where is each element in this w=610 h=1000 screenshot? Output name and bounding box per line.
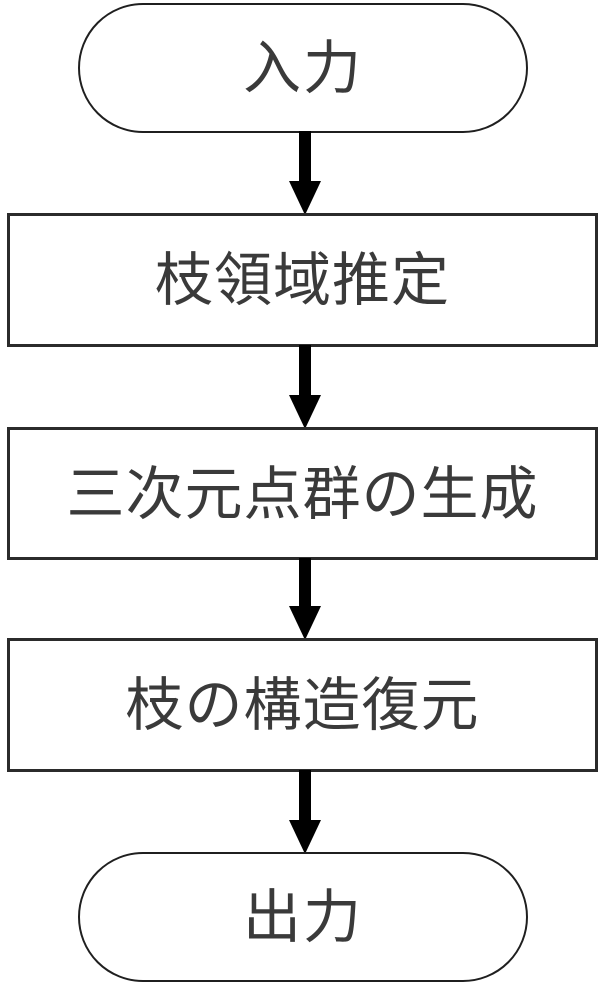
node-input-label: 入力 bbox=[242, 34, 363, 102]
node-point-cloud-generation[interactable]: 三次元点群の生成 bbox=[7, 427, 598, 560]
edge-point-cloud-to-structure bbox=[289, 558, 321, 640]
edge-structure-to-output bbox=[289, 770, 321, 854]
node-branch-region-estimation[interactable]: 枝領域推定 bbox=[7, 213, 598, 347]
arrow-shaft bbox=[299, 345, 311, 399]
node-branch-region-estimation-label: 枝領域推定 bbox=[154, 246, 450, 314]
arrow-shaft bbox=[299, 131, 311, 185]
arrow-shaft bbox=[299, 558, 311, 610]
edge-input-to-branch-region bbox=[289, 131, 321, 215]
arrow-head-icon bbox=[289, 820, 321, 854]
node-input[interactable]: 入力 bbox=[78, 3, 528, 133]
node-output-label: 出力 bbox=[242, 883, 363, 951]
node-branch-structure-reconstruction-label: 枝の構造復元 bbox=[125, 671, 480, 739]
arrow-head-icon bbox=[289, 395, 321, 429]
arrow-head-icon bbox=[289, 181, 321, 215]
node-output[interactable]: 出力 bbox=[78, 852, 528, 982]
node-branch-structure-reconstruction[interactable]: 枝の構造復元 bbox=[7, 638, 598, 772]
arrow-head-icon bbox=[289, 606, 321, 640]
node-point-cloud-generation-label: 三次元点群の生成 bbox=[66, 459, 539, 528]
arrow-shaft bbox=[299, 770, 311, 824]
edge-branch-region-to-point-cloud bbox=[289, 345, 321, 429]
